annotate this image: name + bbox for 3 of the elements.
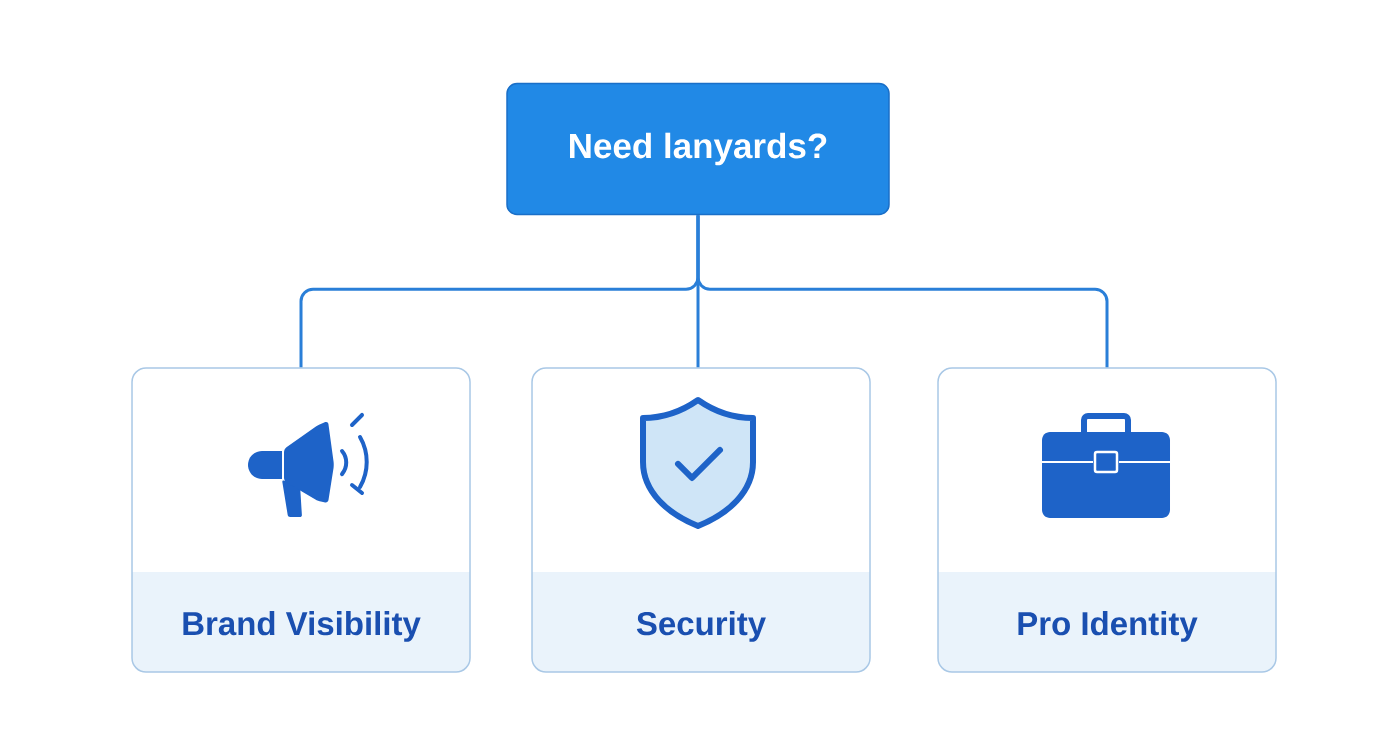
question-box: Need lanyards? bbox=[506, 82, 890, 216]
card: Brand Visibility bbox=[131, 367, 471, 673]
connector-line bbox=[696, 215, 1109, 368]
